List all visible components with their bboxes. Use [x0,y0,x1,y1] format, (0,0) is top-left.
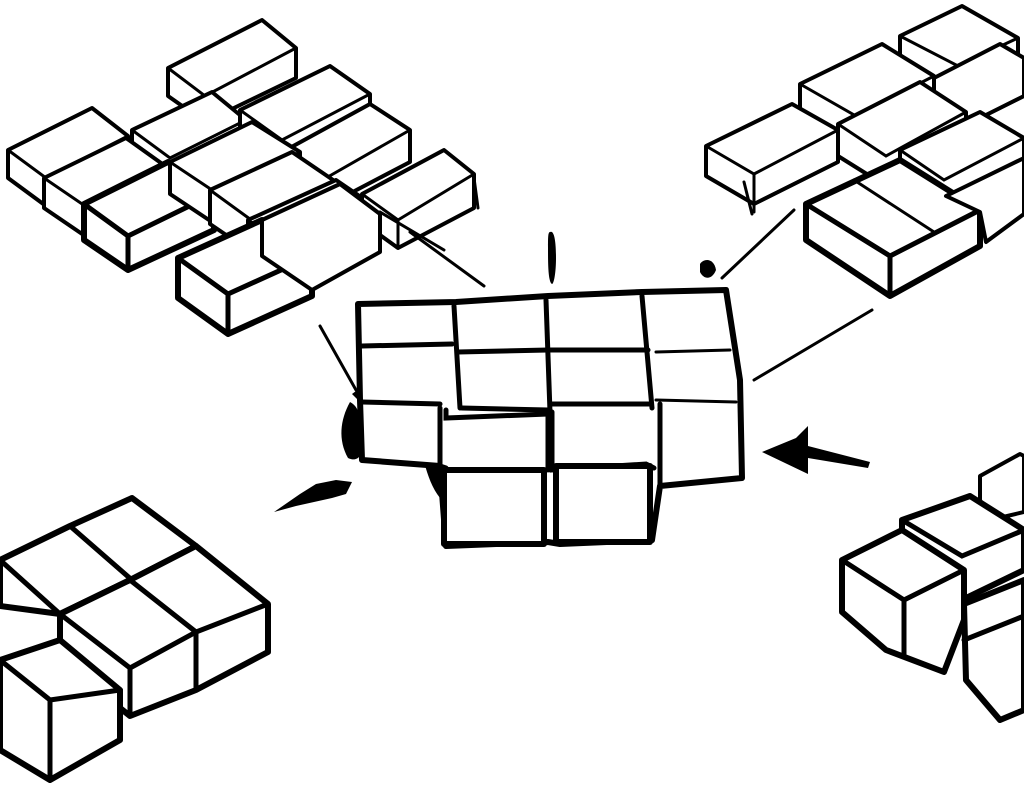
block [553,463,653,545]
block-stack-center [318,260,745,549]
block-cluster-bottom-left [0,495,271,783]
block-cluster-top-right [704,4,1024,299]
block [441,467,547,547]
block [839,527,967,675]
block [944,156,1024,244]
block-cluster-top-left [6,18,476,337]
arrow-left [274,480,352,512]
block [803,157,983,299]
block [0,495,199,617]
block [704,102,840,214]
accent-strokes [378,176,874,382]
block [961,577,1024,723]
block [0,637,123,783]
block [260,182,382,292]
block-cluster-bottom-right [839,452,1024,723]
arrow-top [548,231,556,284]
arrow-right [762,426,870,474]
